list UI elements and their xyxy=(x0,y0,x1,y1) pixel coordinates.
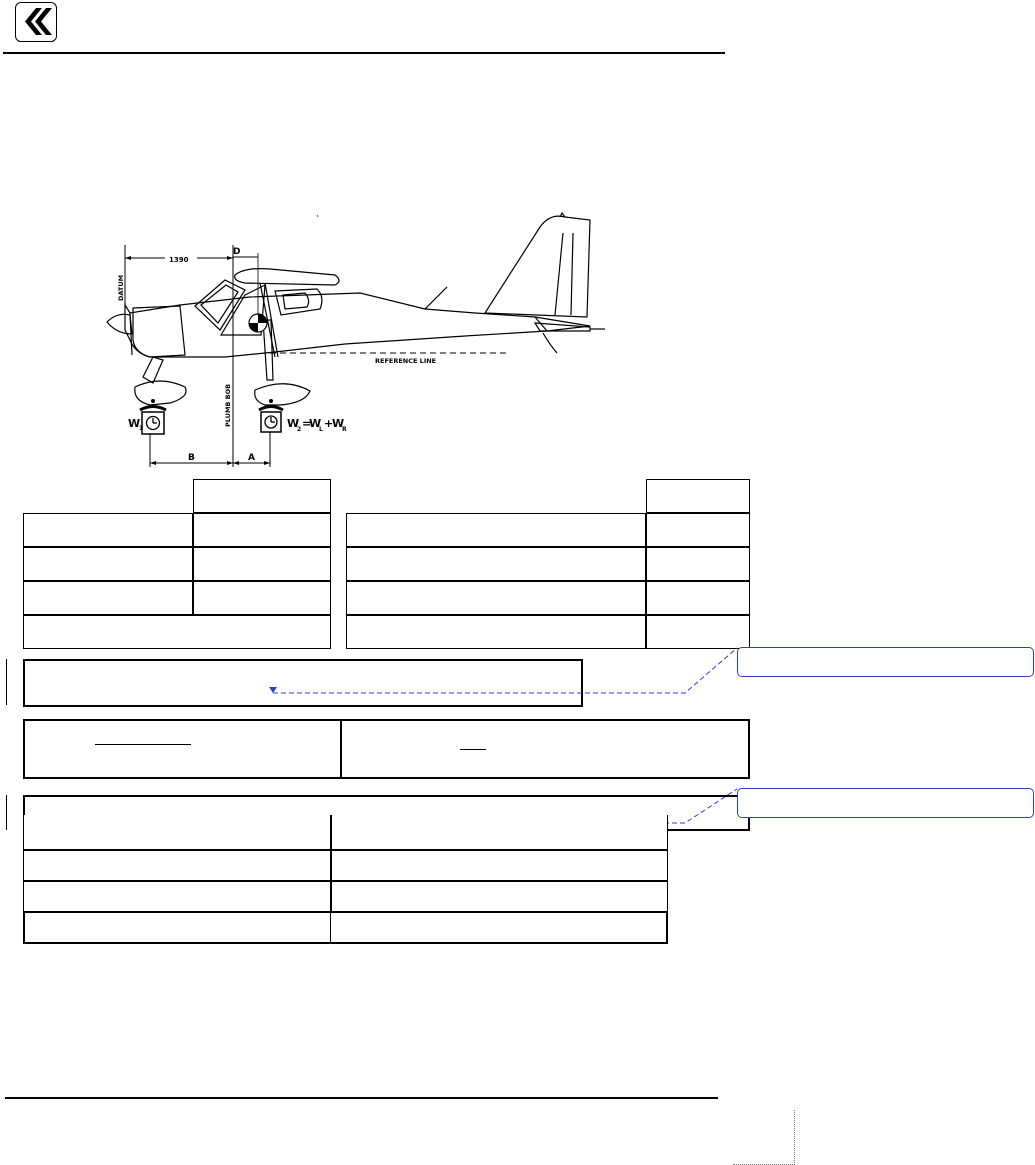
svg-text:2: 2 xyxy=(297,426,301,433)
double-chevron-left-icon xyxy=(25,8,52,35)
weighing-diagram: REFERENCE LINE PLUMB BOB DATUM 1390 D B … xyxy=(106,211,605,467)
header-rule xyxy=(3,52,725,54)
svg-text:R: R xyxy=(342,426,347,433)
formula-box-right xyxy=(340,719,750,779)
arm-label-cell-2 xyxy=(346,547,646,581)
dimension-1390: 1390 xyxy=(169,256,189,264)
page-number-box xyxy=(733,1110,795,1165)
result-label-cell-3 xyxy=(23,881,331,912)
change-bar xyxy=(6,795,7,830)
cg-symbol xyxy=(248,313,268,333)
result-value-cell-2 xyxy=(331,850,668,881)
main-left-weight-label: W xyxy=(309,417,321,430)
main-scale xyxy=(258,399,284,433)
arm-value-cell-2 xyxy=(646,547,750,581)
result-label-cell-1 xyxy=(23,815,331,850)
nose-wheel-fairing xyxy=(134,380,187,406)
result-label-cell-2 xyxy=(23,850,331,881)
logo xyxy=(15,2,57,42)
footer-rule xyxy=(5,1097,718,1099)
windscreen xyxy=(194,279,246,331)
arm-value-cell-4 xyxy=(646,615,750,649)
nose-gear xyxy=(142,356,164,384)
plumb-bob-label: PLUMB BOB xyxy=(224,384,232,427)
nose-scale xyxy=(139,399,167,435)
arm-label-cell-1 xyxy=(346,513,646,547)
weight-value-cell-3 xyxy=(193,581,331,615)
weight-label-cell-2 xyxy=(23,547,193,581)
weight-label-cell-3 xyxy=(23,581,193,615)
weight-total-cell xyxy=(23,615,331,649)
svg-text:+: + xyxy=(324,417,333,430)
main-wheel-fairing xyxy=(254,383,311,406)
result-value-cell-3 xyxy=(331,881,668,912)
main-gear-leg xyxy=(262,319,274,381)
weight-label-cell-1 xyxy=(23,513,193,547)
dimension-a: A xyxy=(248,453,255,463)
result-table-bottom-row xyxy=(23,912,668,944)
dimension-b: B xyxy=(188,453,195,463)
revision-callout-1 xyxy=(737,647,1034,677)
note-box-1 xyxy=(23,659,583,707)
formula-box-left xyxy=(23,719,342,779)
fraction-bar-left xyxy=(95,744,191,745)
arm-value-cell-1 xyxy=(646,513,750,547)
nose-weight-sub: 1 xyxy=(139,425,143,432)
fraction-bar-right xyxy=(460,749,486,750)
reference-line-label: REFERENCE LINE xyxy=(375,357,436,365)
nose-weight-label: W xyxy=(128,417,140,430)
datum-label: DATUM xyxy=(117,275,125,301)
svg-text:=: = xyxy=(302,417,311,430)
weight-value-cell-1 xyxy=(193,513,331,547)
arm-header-cell xyxy=(646,479,750,513)
svg-text:L: L xyxy=(319,426,323,433)
weight-header-cell xyxy=(193,479,331,513)
main-right-weight-label: W xyxy=(332,417,344,430)
main-weight-label: W xyxy=(287,417,299,430)
revision-callout-2 xyxy=(737,788,1034,818)
tail-fin xyxy=(483,215,591,318)
arm-label-cell-3 xyxy=(346,581,646,615)
wing xyxy=(234,268,340,286)
weight-value-cell-2 xyxy=(193,547,331,581)
arm-value-cell-3 xyxy=(646,581,750,615)
annotation-marker-1 xyxy=(269,687,277,693)
change-bar xyxy=(6,659,7,705)
result-value-cell-1 xyxy=(331,815,668,850)
arm-label-cell-4 xyxy=(346,615,646,649)
dimension-d: D xyxy=(233,247,240,257)
